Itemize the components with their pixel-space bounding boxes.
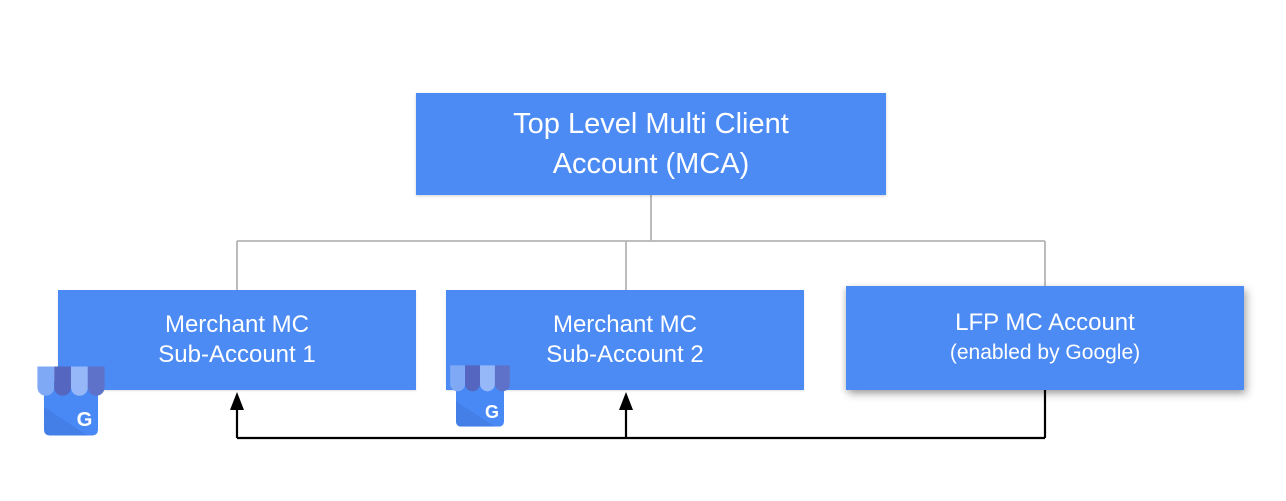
tree-connector-lines (236, 195, 1046, 290)
arrowhead-to-sub-account-1 (230, 392, 244, 410)
node-label-line1: Merchant MC (552, 311, 698, 338)
node-label-line2: Account (MCA) (552, 148, 750, 180)
node-lfp-mc-account: LFP MC Account (enabled by Google) (846, 286, 1244, 390)
node-label-line2: (enabled by Google) (949, 341, 1141, 364)
flow-connector-lines (235, 390, 1047, 440)
node-label-line1: Top Level Multi Client (513, 108, 789, 140)
arrowhead-to-sub-account-2 (619, 392, 633, 410)
gmb-g-letter: G (77, 409, 93, 431)
node-merchant-sub-account-1: Merchant MC Sub-Account 1 (58, 290, 416, 390)
node-label-line1: Merchant MC (164, 311, 310, 338)
node-top-level-mca: Top Level Multi Client Account (MCA) (416, 93, 886, 195)
node-label-line2: Sub-Account 1 (158, 341, 316, 368)
node-label-line1: LFP MC Account (955, 309, 1135, 336)
node-label-line2: Sub-Account 2 (546, 341, 704, 368)
google-my-business-icon: G (450, 365, 510, 427)
gmb-g-letter: G (485, 402, 499, 422)
google-my-business-icon: G (37, 366, 105, 436)
